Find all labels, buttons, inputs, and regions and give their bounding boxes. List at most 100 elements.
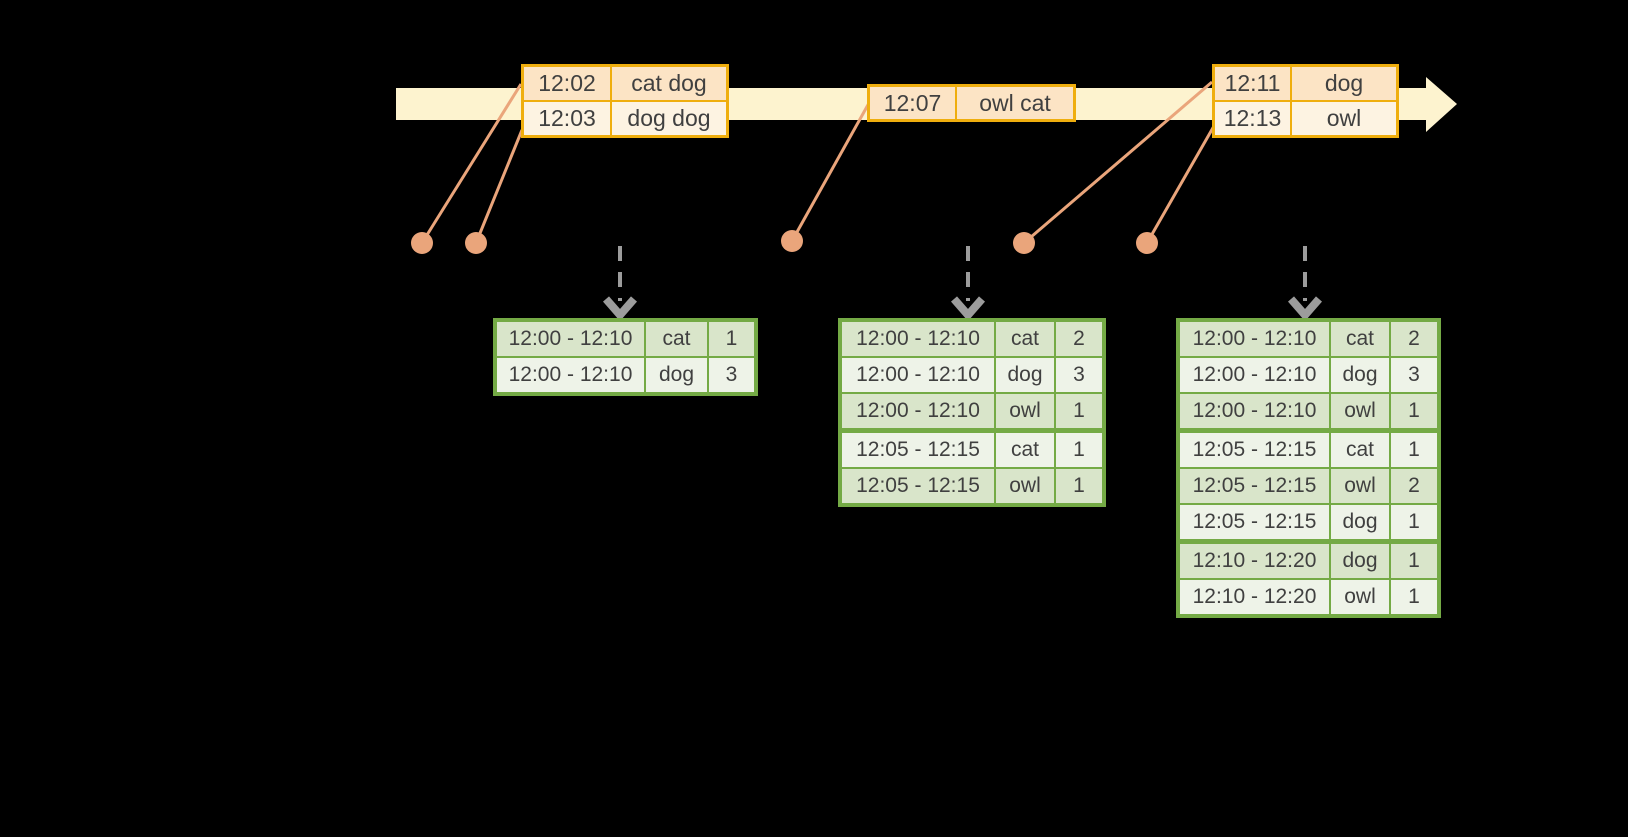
table-cell: 12:05 - 12:15	[1177, 467, 1331, 505]
table-cell: owl	[1290, 100, 1399, 138]
table-cell: dog	[1329, 356, 1391, 394]
table-cell: 12:03	[521, 100, 612, 138]
event-connector-line	[790, 102, 871, 242]
event-dot	[411, 232, 433, 254]
table-cell: 12:00 - 12:10	[839, 356, 996, 394]
table-cell: 1	[1389, 578, 1440, 617]
event-dot	[1136, 232, 1158, 254]
arrow-down-icon	[602, 296, 638, 322]
event-dot	[465, 232, 487, 254]
table-cell: owl	[1329, 392, 1391, 432]
table-cell: 1	[1054, 428, 1105, 469]
table-cell: owl	[994, 392, 1056, 432]
table-cell: 12:00 - 12:10	[494, 319, 646, 358]
table-cell: dog	[1290, 64, 1399, 102]
table-cell: 1	[1054, 467, 1105, 506]
event-connector-line	[1023, 80, 1213, 245]
table-cell: 12:07	[867, 84, 957, 122]
table-cell: 12:00 - 12:10	[839, 392, 996, 432]
table-cell: dog	[1329, 539, 1391, 580]
arrow-down-icon	[1287, 296, 1323, 322]
table-cell: cat	[994, 319, 1056, 358]
event-connectors	[420, 80, 1216, 245]
table-cell: 3	[1054, 356, 1105, 394]
table-cell: 12:05 - 12:15	[1177, 503, 1331, 543]
event-connector-line	[1145, 125, 1216, 244]
trigger-arrow	[1287, 246, 1323, 322]
table-cell: 12:05 - 12:15	[839, 428, 996, 469]
trigger-arrows	[602, 246, 1323, 322]
table-cell: 1	[1389, 428, 1440, 469]
table-cell: dog	[994, 356, 1056, 394]
event-dot	[1013, 232, 1035, 254]
table-cell: 1	[1054, 392, 1105, 432]
trigger-arrow	[602, 246, 638, 322]
table-cell: 1	[1389, 392, 1440, 432]
table-cell: 12:10 - 12:20	[1177, 539, 1331, 580]
table-cell: 12:02	[521, 64, 612, 102]
table-cell: 12:13	[1212, 100, 1292, 138]
table-cell: cat	[994, 428, 1056, 469]
timeline-arrowhead-icon	[1426, 77, 1457, 132]
table-cell: 12:05 - 12:15	[1177, 428, 1331, 469]
table-cell: 3	[1389, 356, 1440, 394]
table-cell: 12:00 - 12:10	[1177, 356, 1331, 394]
table-cell: 1	[707, 319, 757, 358]
table-cell: cat	[644, 319, 709, 358]
event-dot	[781, 230, 803, 252]
table-cell: 12:11	[1212, 64, 1292, 102]
table-cell: cat dog	[610, 64, 729, 102]
arrow-down-icon	[950, 296, 986, 322]
table-cell: 3	[707, 356, 757, 395]
event-connector-line	[474, 129, 524, 244]
table-cell: 12:05 - 12:15	[839, 467, 996, 506]
table-cell: dog	[644, 356, 709, 395]
table-cell: owl	[994, 467, 1056, 506]
table-cell: 12:00 - 12:10	[1177, 392, 1331, 432]
table-cell: 12:00 - 12:10	[839, 319, 996, 358]
event-dots	[411, 230, 1158, 254]
table-cell: 2	[1389, 319, 1440, 358]
table-cell: 1	[1389, 503, 1440, 543]
table-cell: 12:10 - 12:20	[1177, 578, 1331, 617]
table-cell: 2	[1389, 467, 1440, 505]
table-cell: dog dog	[610, 100, 729, 138]
table-cell: owl	[1329, 578, 1391, 617]
table-cell: dog	[1329, 503, 1391, 543]
table-cell: owl cat	[955, 84, 1076, 122]
table-cell: 12:00 - 12:10	[494, 356, 646, 395]
event-connector-line	[420, 83, 523, 244]
table-cell: owl	[1329, 467, 1391, 505]
table-cell: cat	[1329, 319, 1391, 358]
table-cell: 2	[1054, 319, 1105, 358]
trigger-arrow	[950, 246, 986, 322]
table-cell: cat	[1329, 428, 1391, 469]
